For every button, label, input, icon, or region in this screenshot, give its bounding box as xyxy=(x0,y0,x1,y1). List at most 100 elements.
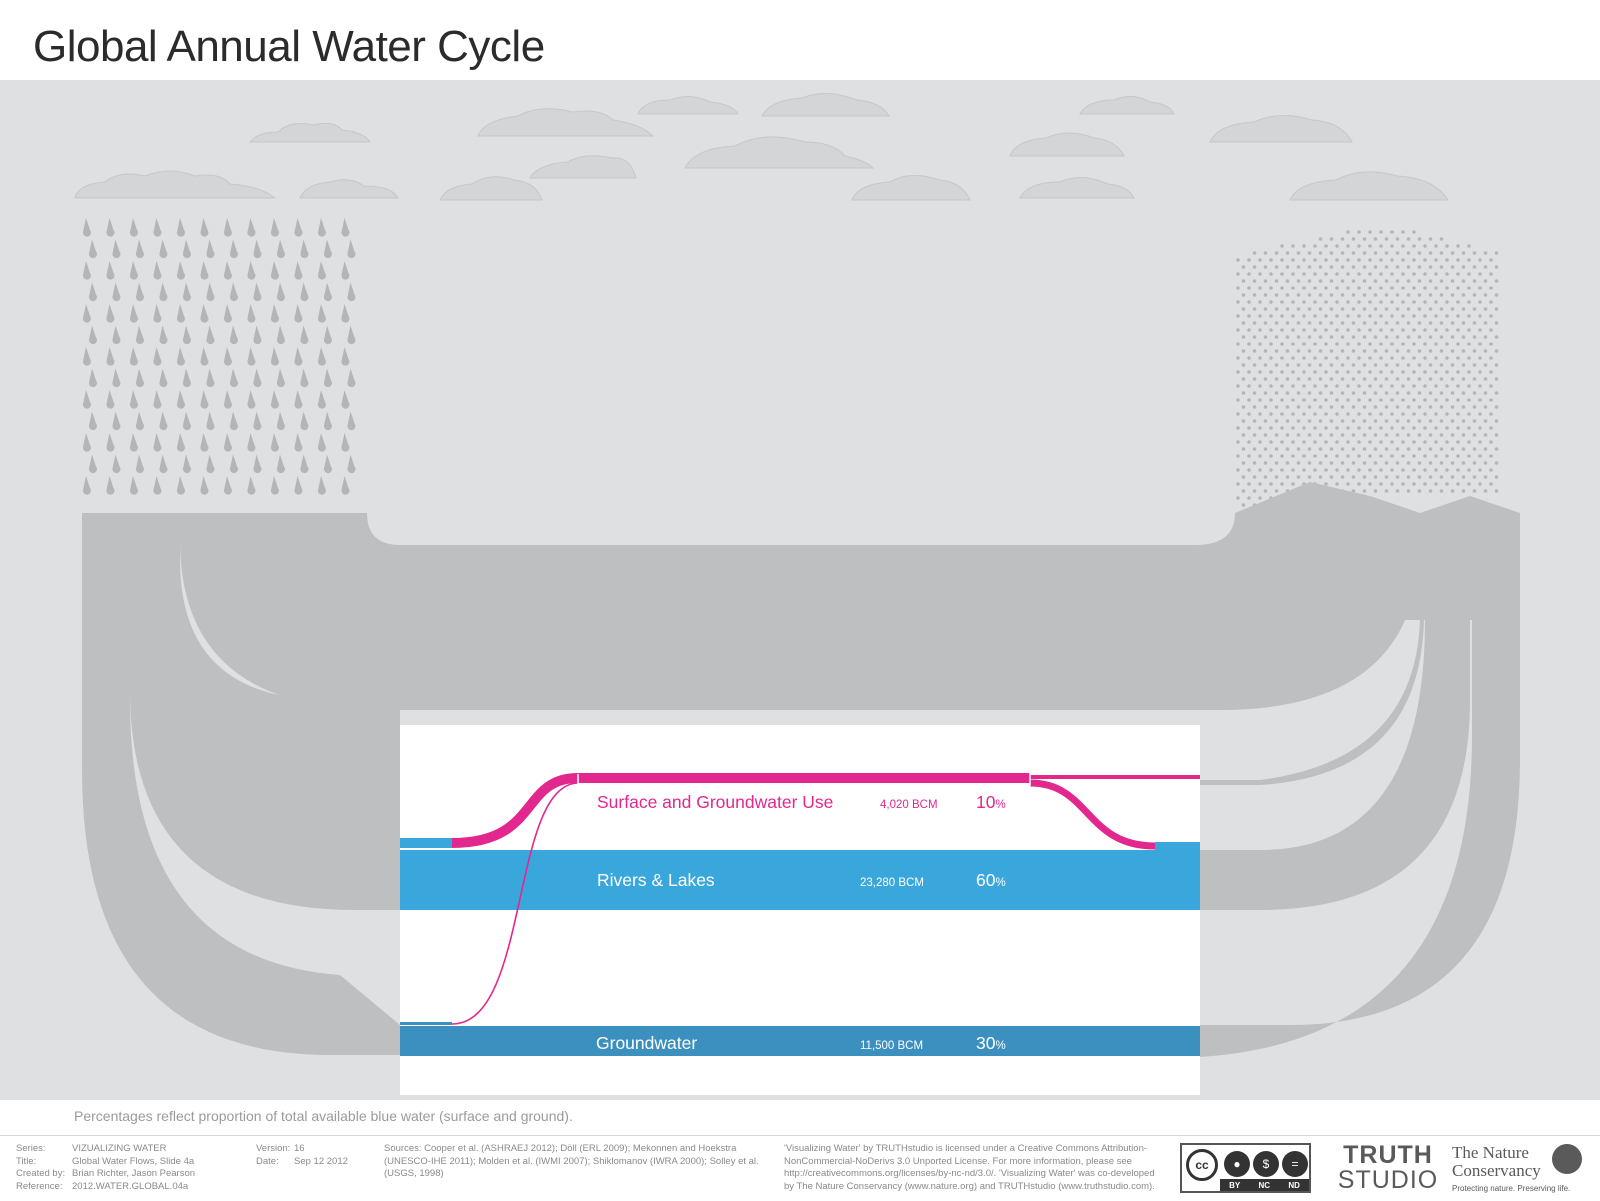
evaporation-dot xyxy=(1324,328,1328,332)
evaporation-dot xyxy=(1318,335,1323,339)
rain-drop xyxy=(176,304,185,323)
evaporation-dot xyxy=(1423,286,1427,290)
rain-drop xyxy=(112,282,121,302)
evaporation-dot xyxy=(1335,272,1339,276)
evaporation-dot xyxy=(1241,363,1246,367)
rain-drop xyxy=(106,218,115,237)
noncommercial-icon: $ xyxy=(1253,1151,1279,1177)
evaporation-dot xyxy=(1461,391,1466,395)
evaporation-dot xyxy=(1236,258,1240,262)
evaporation-dot xyxy=(1368,328,1372,332)
evaporation-dot xyxy=(1445,342,1449,346)
evaporation-dot xyxy=(1236,440,1240,444)
evaporation-dot xyxy=(1461,321,1466,325)
use-flow-to-rivers xyxy=(1029,779,1156,850)
evaporation-dot xyxy=(1241,307,1246,311)
evaporation-dot xyxy=(1368,426,1372,430)
license-line: NonCommercial-NoDerivs 3.0 Unported Lice… xyxy=(784,1155,1132,1167)
reference-key: Reference: xyxy=(16,1180,63,1192)
cc-by: BY xyxy=(1229,1180,1241,1190)
evaporation-dot xyxy=(1307,461,1312,465)
evaporation-dot xyxy=(1461,447,1466,451)
evaporation-dot xyxy=(1472,363,1477,367)
rivers-lakes-outflow-cap xyxy=(1155,842,1200,850)
evaporation-dot xyxy=(1351,293,1356,297)
evaporation-dot xyxy=(1401,412,1405,416)
footer-meta-left: Series:VIZUALIZING WATER Title:Global Wa… xyxy=(16,1143,195,1193)
evaporation-dot xyxy=(1263,321,1268,325)
sources-line: (UNESCO-IHE 2011); Molden et al. (IWMI 2… xyxy=(384,1155,759,1167)
evaporation-dot xyxy=(1395,391,1400,395)
evaporation-dot xyxy=(1258,412,1262,416)
evaporation-dot xyxy=(1274,461,1279,465)
evaporation-dot xyxy=(1318,279,1323,283)
evaporation-dot xyxy=(1406,237,1411,241)
rain-drop xyxy=(200,476,209,495)
evaporation-dot xyxy=(1291,244,1295,248)
evaporation-dot xyxy=(1439,363,1444,367)
evaporation-dot xyxy=(1241,419,1246,423)
evaporation-dot xyxy=(1467,482,1471,486)
evaporation-dot xyxy=(1412,384,1416,388)
evaporation-dot xyxy=(1373,279,1378,283)
cc-license-badge[interactable]: cc ● $ = BY NC ND xyxy=(1180,1143,1311,1193)
evaporation-dot xyxy=(1406,475,1411,479)
evaporation-dot xyxy=(1478,356,1482,360)
evaporation-dot xyxy=(1401,300,1405,304)
nature-conservancy-logo[interactable]: The Nature Conservancy Protecting nature… xyxy=(1452,1144,1592,1194)
evaporation-dot xyxy=(1313,286,1317,290)
rain-drop xyxy=(323,325,332,345)
use-flow-from-rivers xyxy=(451,773,1030,848)
evaporation-dot xyxy=(1373,349,1378,353)
evaporation-dot xyxy=(1417,363,1422,367)
evaporation-dot xyxy=(1302,300,1306,304)
cloud xyxy=(248,122,371,143)
evaporation-dot xyxy=(1445,286,1449,290)
evaporation-dot xyxy=(1302,384,1306,388)
rain-drop xyxy=(176,261,185,280)
evaporation-dot xyxy=(1362,447,1367,451)
evaporation-dot xyxy=(1478,342,1482,346)
evaporation-dot xyxy=(1439,279,1444,283)
evaporation-dot xyxy=(1307,405,1312,409)
evaporation-dot xyxy=(1461,307,1466,311)
truthstudio-logo[interactable]: TRUTH STUDIO xyxy=(1333,1142,1443,1193)
rain-drop xyxy=(88,368,97,388)
created-value: Brian Richter, Jason Pearson xyxy=(72,1168,196,1179)
rain-drop xyxy=(341,218,350,237)
evaporation-dot xyxy=(1373,419,1378,423)
evaporation-dot xyxy=(1373,377,1378,381)
evaporation-dot xyxy=(1428,461,1433,465)
evaporation-dot xyxy=(1324,412,1328,416)
version-key: Version: xyxy=(256,1143,291,1154)
evaporation-dot xyxy=(1274,251,1279,255)
evaporation-dot xyxy=(1384,251,1389,255)
rain-drop xyxy=(129,347,138,366)
evaporation-dot xyxy=(1395,489,1400,493)
rain-drop xyxy=(159,239,168,259)
evaporation-dot xyxy=(1417,251,1422,255)
evaporation-dot xyxy=(1483,293,1488,297)
rain-drop xyxy=(112,368,121,388)
evaporation-dot xyxy=(1263,405,1268,409)
evaporation-dot xyxy=(1483,475,1488,479)
evaporation-dot xyxy=(1340,475,1345,479)
evaporation-dot xyxy=(1406,419,1411,423)
title-key: Title: xyxy=(16,1155,37,1167)
rain-drop xyxy=(176,476,185,495)
rain-drop xyxy=(341,304,350,323)
rain-drop xyxy=(159,368,168,388)
evaporation-dot xyxy=(1313,342,1317,346)
rain-drop xyxy=(253,239,262,259)
rain-drop xyxy=(300,368,309,388)
evaporation-dot xyxy=(1357,328,1361,332)
series-key: Series: xyxy=(16,1143,46,1154)
evaporation-dot xyxy=(1384,461,1389,465)
evaporation-dot xyxy=(1236,370,1240,374)
evaporation-dot xyxy=(1362,475,1367,479)
evaporation-dot xyxy=(1467,328,1471,332)
evaporation-dot xyxy=(1401,440,1405,444)
rain-drop xyxy=(323,368,332,388)
rain-drop xyxy=(229,282,238,302)
evaporation-dot xyxy=(1379,314,1383,318)
